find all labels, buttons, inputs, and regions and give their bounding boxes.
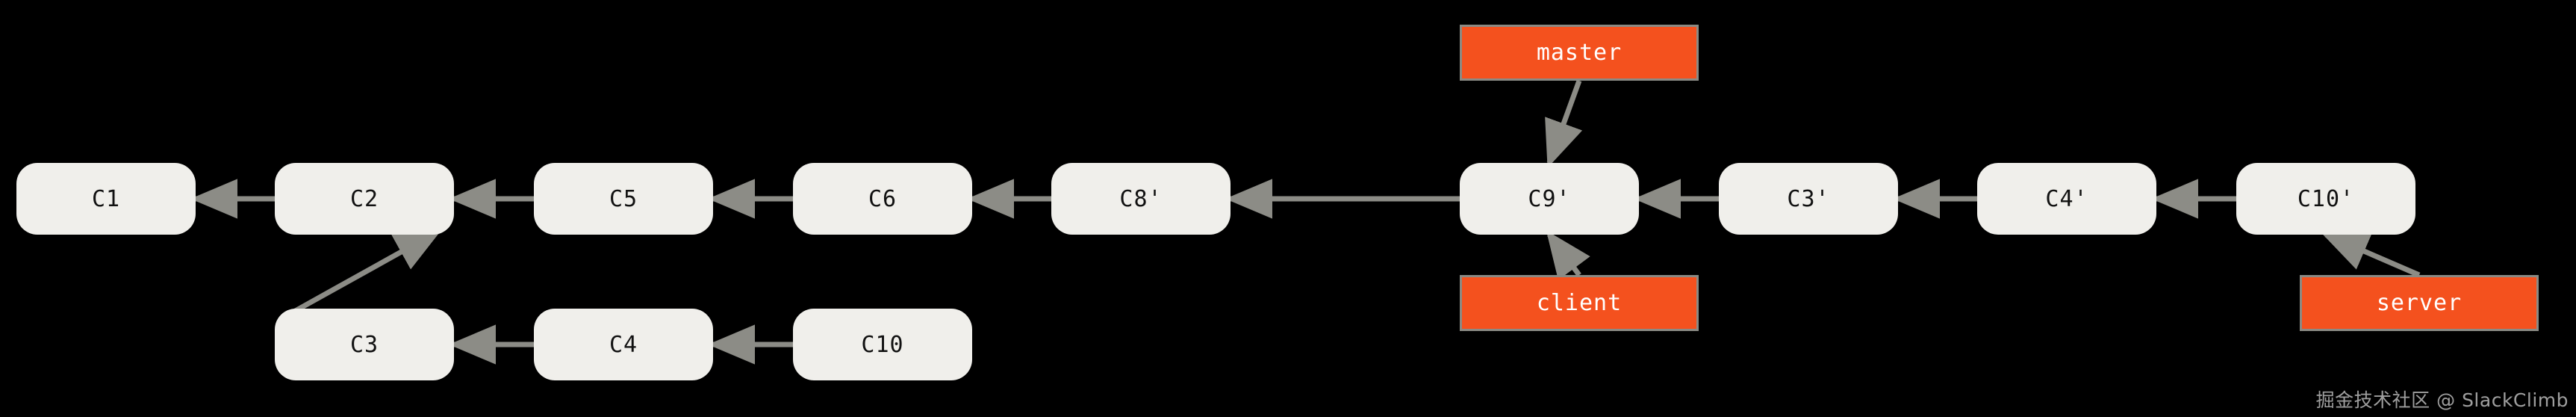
ref-label-text: client [1536, 290, 1623, 316]
commit-node-label: C9' [1528, 185, 1571, 212]
commit-node-c3p[interactable]: C3' [1719, 163, 1898, 235]
commit-node-c10[interactable]: C10 [793, 309, 972, 380]
commit-node-label: C5 [609, 185, 638, 212]
ref-label-master[interactable]: master [1460, 25, 1699, 81]
watermark-text: 掘金技术社区 @ SlackClimb [2315, 389, 2569, 411]
commit-node-label: C10' [2297, 185, 2355, 212]
commit-node-label: C1 [91, 185, 121, 212]
edge-c3-to-c2 [290, 229, 443, 316]
edge-client-to-c9p [1546, 230, 1590, 280]
commit-node-c8p[interactable]: C8' [1051, 163, 1231, 235]
ref-label-text: master [1536, 40, 1623, 66]
commit-node-label: C2 [349, 185, 379, 212]
ref-label-text: server [2376, 290, 2463, 316]
commit-node-c4p[interactable]: C4' [1977, 163, 2156, 235]
commit-node-label: C6 [868, 185, 897, 212]
commit-node-label: C3' [1787, 185, 1830, 212]
commit-node-label: C4' [2045, 185, 2088, 212]
edge-master-to-c9p [1545, 79, 1583, 168]
commit-node-label: C10 [861, 331, 904, 358]
commit-node-c6[interactable]: C6 [793, 163, 972, 235]
commit-node-label: C4 [609, 331, 638, 358]
commit-node-c5[interactable]: C5 [534, 163, 713, 235]
commit-node-c1[interactable]: C1 [16, 163, 196, 235]
commit-node-label: C3 [349, 331, 379, 358]
edge-server-to-c10p [2321, 232, 2421, 278]
ref-label-client[interactable]: client [1460, 275, 1699, 331]
commit-node-label: C8' [1119, 185, 1163, 212]
commit-node-c3[interactable]: C3 [275, 309, 454, 380]
commit-node-c9p[interactable]: C9' [1460, 163, 1639, 235]
commit-node-c4[interactable]: C4 [534, 309, 713, 380]
commit-node-c10p[interactable]: C10' [2236, 163, 2415, 235]
ref-label-server[interactable]: server [2300, 275, 2539, 331]
commit-node-c2[interactable]: C2 [275, 163, 454, 235]
